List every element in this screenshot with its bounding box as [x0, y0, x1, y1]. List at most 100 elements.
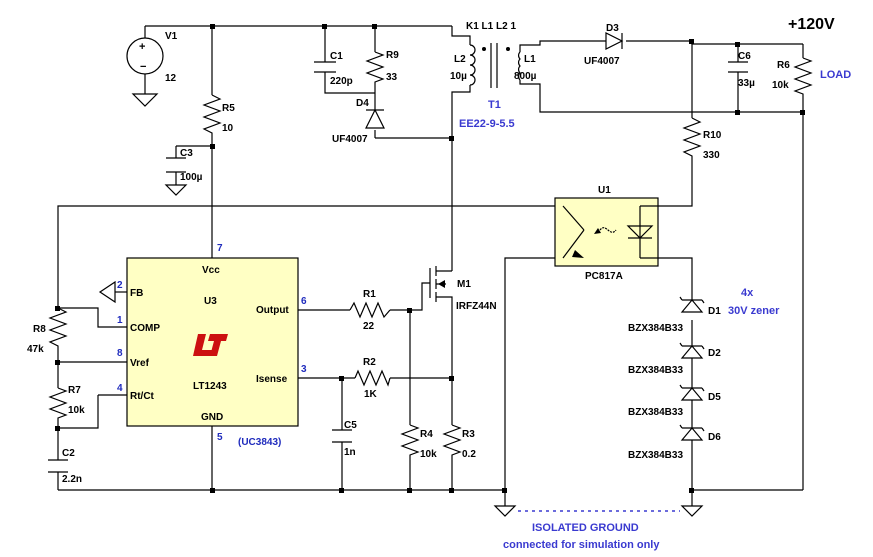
r2-value: 1K: [364, 389, 378, 400]
u3-pinnum-fb: 2: [117, 280, 123, 291]
r4-ref: R4: [420, 429, 433, 440]
d6-ref: D6: [708, 432, 721, 443]
u3-pinnum-comp: 1: [117, 315, 123, 326]
c3-ref: C3: [180, 148, 193, 159]
fb-ground: [98, 280, 116, 304]
u3-chip: Vcc FB COMP Vref Rt/Ct Output Isense GND…: [117, 243, 307, 448]
u3-pin-output: Output: [256, 305, 289, 316]
r5-ref: R5: [222, 103, 235, 114]
r7-resistor: R7 10k: [48, 385, 85, 420]
r3-resistor: R3 0.2: [442, 424, 476, 460]
c5-capacitor: C5 1n: [332, 420, 357, 458]
m1-mosfet: M1 IRFZ44N: [429, 266, 497, 312]
d4-value: UF4007: [332, 134, 368, 145]
r1-value: 22: [363, 321, 375, 332]
r9-ref: R9: [386, 50, 399, 61]
d6-value: BZX384B33: [628, 450, 683, 461]
r10-value: 330: [703, 150, 720, 161]
r7-ref: R7: [68, 385, 81, 396]
d3-diode: D3 UF4007: [584, 23, 624, 67]
u3-ref: U3: [204, 296, 217, 307]
c2-value: 2.2n: [62, 474, 82, 485]
d1-ref: D1: [708, 306, 721, 317]
svg-text:−: −: [140, 61, 146, 73]
r9-resistor: R9 33: [365, 50, 399, 88]
r10-resistor: R10 330: [682, 117, 722, 162]
c6-ref: C6: [738, 51, 751, 62]
vout-label: +120V: [788, 16, 835, 33]
u3-pin-fb: FB: [130, 288, 143, 299]
r5-value: 10: [222, 123, 234, 134]
r6-ref: R6: [777, 60, 790, 71]
l1-value: 800µ: [514, 71, 537, 82]
u3-pin-isense: Isense: [256, 374, 288, 385]
l2-value: 10µ: [450, 71, 467, 82]
t1-ref: T1: [488, 99, 501, 111]
u3-pinnum-vref: 8: [117, 348, 123, 359]
u3-pin-comp: COMP: [130, 323, 160, 334]
d4-ref: D4: [356, 98, 369, 109]
u3-pin-rtct: Rt/Ct: [130, 391, 155, 402]
lt-logo: [193, 334, 228, 356]
c6-value: 33µ: [738, 78, 755, 89]
r5-resistor: R5 10: [202, 94, 235, 138]
c1-capacitor: C1 220p: [314, 51, 353, 87]
d4-diode: D4 UF4007: [332, 98, 385, 145]
l2-ref: L2: [454, 54, 466, 65]
wires: [57, 25, 804, 506]
m1-ref: M1: [457, 279, 471, 290]
junctions: [55, 24, 805, 493]
d2-ref: D2: [708, 348, 721, 359]
c5-value: 1n: [344, 447, 356, 458]
v1-ref: V1: [165, 31, 178, 42]
c3-capacitor: C3 100µ: [164, 148, 203, 196]
r8-value: 47k: [27, 344, 44, 355]
zener-chain: D1 BZX384B33 D2 BZX384B33 D5 BZX384B33 D…: [628, 287, 780, 461]
u3-pin-vref: Vref: [130, 358, 150, 369]
r6-load-note: LOAD: [820, 69, 851, 81]
r4-value: 10k: [420, 449, 437, 460]
u3-pin-gnd: GND: [201, 412, 223, 423]
d3-ref: D3: [606, 23, 619, 34]
r3-value: 0.2: [462, 449, 476, 460]
d2-value: BZX384B33: [628, 365, 683, 376]
u3-pin-vcc: Vcc: [202, 265, 220, 276]
d1-value: BZX384B33: [628, 323, 683, 334]
coupling-text: K1 L1 L2 1: [466, 21, 516, 32]
svg-text:+: +: [139, 41, 145, 53]
isolated-note-line1: ISOLATED GROUND: [532, 522, 639, 534]
r3-ref: R3: [462, 429, 475, 440]
zener-note-desc: 30V zener: [728, 305, 780, 317]
u1-value: PC817A: [585, 271, 623, 282]
v1-source: + − V1 12: [126, 31, 178, 107]
r2-resistor: R2 1K: [354, 357, 391, 400]
u1-optocoupler: U1 PC817A: [554, 185, 659, 282]
r1-resistor: R1 22: [349, 289, 391, 332]
c1-ref: C1: [330, 51, 343, 62]
c6-capacitor: C6 33µ: [728, 51, 755, 89]
c3-value: 100µ: [180, 172, 203, 183]
d3-value: UF4007: [584, 56, 620, 67]
c5-ref: C5: [344, 420, 357, 431]
c2-ref: C2: [62, 448, 75, 459]
u3-pinnum-gnd: 5: [217, 432, 223, 443]
u3-pinnum-vcc: 7: [217, 243, 223, 254]
r1-ref: R1: [363, 289, 376, 300]
r7-value: 10k: [68, 405, 85, 416]
c2-capacitor: C2 2.2n: [48, 448, 82, 485]
u3-pinnum-isense: 3: [301, 364, 307, 375]
r6-resistor: R6 10k LOAD: [772, 57, 851, 95]
c1-value: 220p: [330, 76, 353, 87]
u3-pinnum-rtct: 4: [117, 383, 123, 394]
u3-part: LT1243: [193, 381, 227, 392]
r6-value: 10k: [772, 80, 789, 91]
m1-value: IRFZ44N: [456, 301, 497, 312]
isolated-grounds: [493, 505, 704, 517]
r10-ref: R10: [703, 130, 722, 141]
r8-resistor: R8 47k: [27, 307, 68, 355]
r9-value: 33: [386, 72, 398, 83]
d5-value: BZX384B33: [628, 407, 683, 418]
d5-ref: D5: [708, 392, 721, 403]
t1-value: EE22-9-5.5: [459, 118, 515, 130]
